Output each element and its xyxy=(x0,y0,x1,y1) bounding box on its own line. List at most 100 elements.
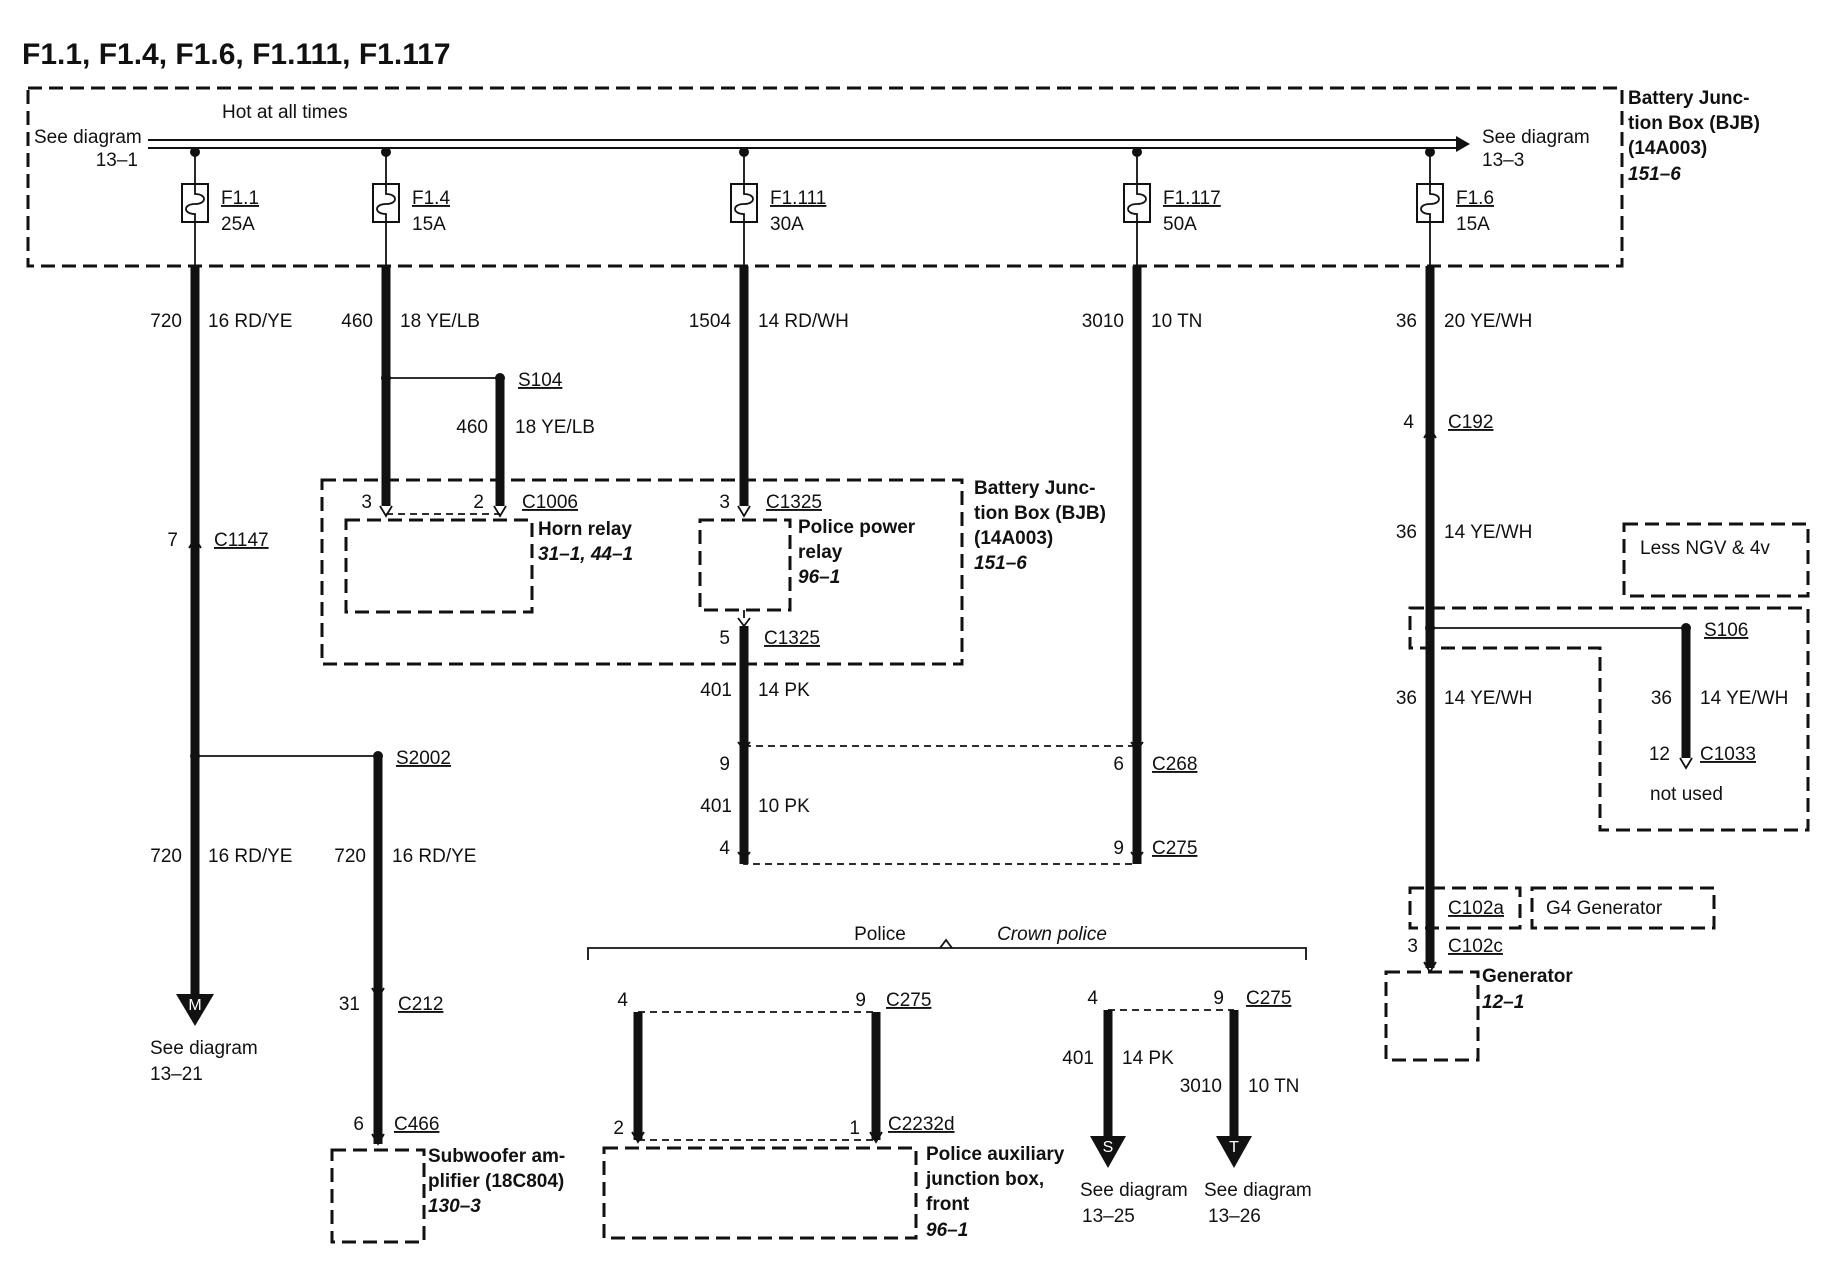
c275b-pin-b-num: 9 xyxy=(855,990,866,1011)
fuse-name: F1.111 xyxy=(770,188,826,209)
c268-pin-a xyxy=(737,741,751,752)
w401b-circuit: 401 xyxy=(700,796,732,817)
c275c-pin-a-num: 4 xyxy=(1087,988,1098,1009)
fuse-element-icon xyxy=(185,184,205,222)
c275a-name: C275 xyxy=(1152,838,1197,859)
w720b-color: 16 RD/YE xyxy=(208,846,292,867)
w460a-color: 18 YE/LB xyxy=(400,311,480,332)
police-aux-page: 96–1 xyxy=(926,1220,968,1241)
generator-box xyxy=(1384,970,1480,1062)
fuse-element-icon xyxy=(1420,184,1440,222)
bjb-enclosure-mid xyxy=(320,478,964,666)
w401c-circuit: 401 xyxy=(1062,1048,1094,1069)
w1504-color: 14 RD/WH xyxy=(758,311,849,332)
ref-m-line2: 13–21 xyxy=(150,1064,203,1085)
bjb-top-label-1: Battery Junc- xyxy=(1628,88,1749,109)
w401b-color: 10 PK xyxy=(758,796,810,817)
subwoofer-page: 130–3 xyxy=(428,1196,481,1217)
c1147-pin xyxy=(188,536,202,549)
w36b-circuit: 36 xyxy=(1396,522,1417,543)
c1006-pin-a xyxy=(379,505,393,518)
police-aux-box xyxy=(602,1146,918,1240)
c192-name: C192 xyxy=(1448,412,1493,433)
c275c-name: C275 xyxy=(1246,988,1291,1009)
w401c-color: 14 PK xyxy=(1122,1048,1174,1069)
fuse-rating: 15A xyxy=(1456,214,1490,235)
c1006-pin-b-num: 2 xyxy=(473,492,484,513)
splice-s104-label: S104 xyxy=(518,370,563,391)
c192-pin-num: 4 xyxy=(1403,412,1414,433)
c466-pin-num: 6 xyxy=(353,1114,364,1135)
c275a-pin-a-num: 4 xyxy=(719,838,730,859)
c466-pin xyxy=(371,1133,385,1146)
w460b-circuit: 460 xyxy=(456,417,488,438)
fuse-f1-6: F1.6 15A xyxy=(1416,147,1494,266)
c212-pin-num: 31 xyxy=(339,994,360,1015)
c1033-pin xyxy=(1679,757,1693,770)
c102a-name: C102a xyxy=(1448,898,1504,919)
w401a-color: 14 PK xyxy=(758,680,810,701)
c2232d-pin-a-num: 2 xyxy=(613,1118,624,1139)
w36c-circuit: 36 xyxy=(1396,688,1417,709)
w460b-color: 18 YE/LB xyxy=(515,417,595,438)
c1325b-name: C1325 xyxy=(764,628,820,649)
fuse-rating: 15A xyxy=(412,214,446,235)
bjb-top-page: 151–6 xyxy=(1628,164,1681,185)
police-bracket xyxy=(587,947,1307,960)
subwoofer-box xyxy=(330,1148,426,1244)
fuse-element-icon xyxy=(376,184,396,222)
c2232d-pin-a xyxy=(631,1131,645,1144)
generator-name: Generator xyxy=(1482,966,1573,987)
c1325a-name: C1325 xyxy=(766,492,822,513)
fuse-rating: 50A xyxy=(1163,214,1197,235)
less-ngv-label: Less NGV & 4v xyxy=(1640,538,1770,559)
less-ngv-box xyxy=(1622,522,1810,598)
c212-pin xyxy=(371,987,385,1000)
fuse-rating: 25A xyxy=(221,214,255,235)
police-power-relay-line2: relay xyxy=(798,542,843,563)
horn-relay-box xyxy=(344,518,534,614)
fuse-element-icon xyxy=(734,184,754,222)
bjb-mid-label-2: tion Box (BJB) xyxy=(974,503,1106,524)
splice-s106-label: S106 xyxy=(1704,620,1748,641)
w720c-color: 16 RD/YE xyxy=(392,846,476,867)
c1325a-pin-num: 3 xyxy=(719,492,730,513)
fuse-name: F1.6 xyxy=(1456,188,1494,209)
police-power-relay-page: 96–1 xyxy=(798,567,840,588)
c1147-name: C1147 xyxy=(214,530,269,551)
c102c-pin-num: 3 xyxy=(1407,936,1418,957)
c275b-pin-a-num: 4 xyxy=(617,990,628,1011)
w36c-color: 14 YE/WH xyxy=(1444,688,1532,709)
w36d-circuit: 36 xyxy=(1651,688,1672,709)
w720a-circuit: 720 xyxy=(150,311,182,332)
fuse-element-icon xyxy=(1127,184,1147,222)
bjb-mid-label-3: (14A003) xyxy=(974,528,1053,549)
c1325b-pin xyxy=(737,617,751,628)
c102a-box xyxy=(1408,886,1522,930)
w720c-circuit: 720 xyxy=(334,846,366,867)
w460a-circuit: 460 xyxy=(341,311,373,332)
c275a-pin-b-num: 9 xyxy=(1113,838,1124,859)
w720b-circuit: 720 xyxy=(150,846,182,867)
fuse-name: F1.117 xyxy=(1163,188,1221,209)
bjb-mid-label-1: Battery Junc- xyxy=(974,478,1095,499)
w36b-color: 14 YE/WH xyxy=(1444,522,1532,543)
ref-s-arrow xyxy=(1090,1136,1126,1168)
bjb-mid-page: 151–6 xyxy=(974,553,1027,574)
bjb-enclosure-top xyxy=(26,86,1624,268)
c2232d-pin-b xyxy=(869,1131,883,1144)
bjb-top-label-3: (14A003) xyxy=(1628,138,1707,159)
c275b-name: C275 xyxy=(886,990,931,1011)
w3010a-circuit: 3010 xyxy=(1082,311,1124,332)
splice-s2002-label: S2002 xyxy=(396,748,451,769)
police-aux-line3: front xyxy=(926,1194,970,1215)
bus-label: Hot at all times xyxy=(222,102,348,123)
c102c-name: C102c xyxy=(1448,936,1503,957)
subwoofer-line2: plifier (18C804) xyxy=(428,1171,564,1192)
c212-name: C212 xyxy=(398,994,443,1015)
police-aux-line2: junction box, xyxy=(925,1169,1044,1190)
c466-name: C466 xyxy=(394,1114,439,1135)
ref-t-line2: 13–26 xyxy=(1208,1206,1261,1227)
